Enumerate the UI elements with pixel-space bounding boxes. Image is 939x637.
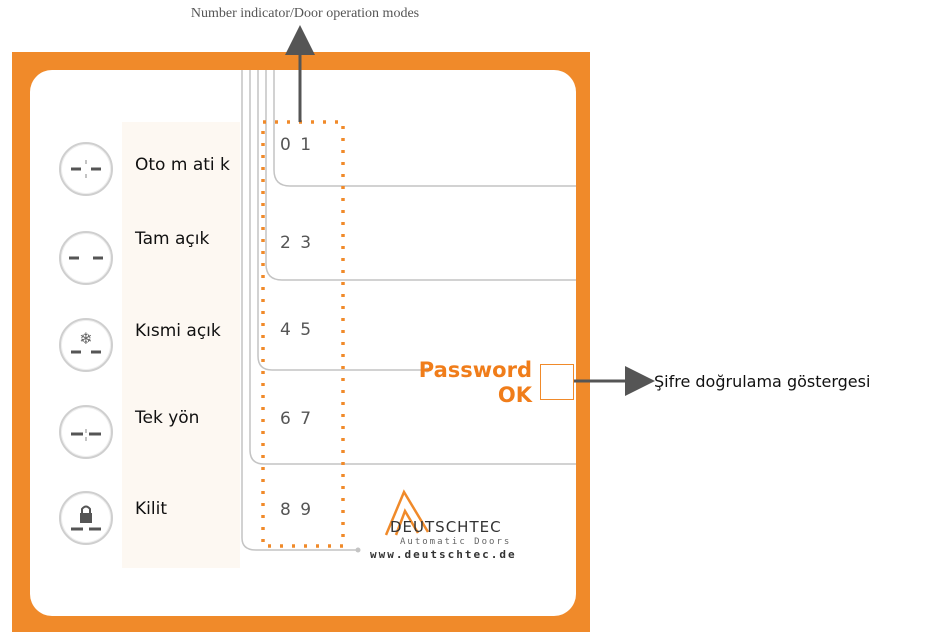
mode-label-automatic: Oto m ati k: [135, 155, 230, 175]
password-ok-text: Password OK: [404, 358, 532, 408]
digit-pair: 0 1: [280, 135, 314, 155]
top-caption: Number indicator/Door operation modes: [190, 6, 420, 21]
mode-label-lock: Kilit: [135, 499, 167, 519]
digit-pair: 6 7: [280, 409, 314, 429]
label-strip: [122, 122, 240, 568]
connector-dot: [424, 367, 430, 373]
password-indicator-box: [540, 364, 574, 400]
connector-lines: [241, 70, 576, 551]
lock-mode-icon: [59, 491, 113, 545]
logo-subtitle: Automatic Doors: [400, 537, 512, 547]
fully-open-mode-icon: [59, 231, 113, 285]
password-indicator-label: Şifre doğrulama göstergesi: [654, 372, 871, 391]
logo-name: DEUTSCHTEC: [390, 518, 502, 536]
digit-pair: 8 9: [280, 500, 314, 520]
mode-label-one-way: Tek yön: [135, 408, 200, 428]
automatic-mode-icon: [59, 142, 113, 196]
mode-label-partial-open: Kısmi açık: [135, 321, 221, 341]
connector-dot: [355, 547, 361, 553]
mode-label-fully-open: Tam açık: [135, 229, 210, 249]
control-panel: [30, 70, 576, 616]
digit-pair: 2 3: [280, 233, 314, 253]
one-way-mode-icon: [59, 405, 113, 459]
ok-line: OK: [497, 383, 532, 407]
password-line: Password: [418, 358, 532, 382]
logo-url: www.deutschtec.de: [370, 548, 517, 561]
digit-pair: 4 5: [280, 320, 314, 340]
partial-open-mode-icon: ❄: [59, 318, 113, 372]
svg-text:❄: ❄: [79, 329, 92, 348]
deutschtec-logo-icon: [384, 489, 430, 536]
